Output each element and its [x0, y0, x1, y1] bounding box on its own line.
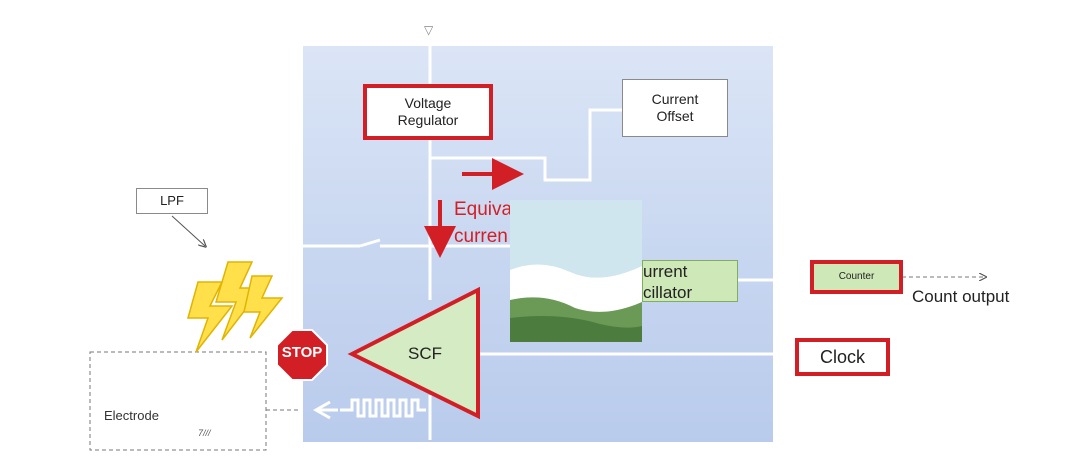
- counter-block: Counter: [810, 260, 903, 294]
- stop-sign-icon: [276, 329, 328, 381]
- switch: [359, 238, 381, 248]
- landscape-image: [510, 200, 642, 342]
- scf-label: SCF: [408, 344, 442, 363]
- pulse-train: [340, 398, 426, 418]
- electrode-ground-label: 7///: [198, 428, 211, 438]
- electrode-label: Electrode: [104, 408, 159, 423]
- lpf-block: LPF: [136, 188, 208, 214]
- oscillator-label-line2: cillator: [643, 283, 693, 303]
- voltage-regulator-block: Voltage Regulator: [363, 84, 493, 140]
- current-offset-block: Current Offset: [622, 79, 728, 137]
- svg-text:▽: ▽: [424, 23, 434, 37]
- current-oscillator-block: urrent cillator: [642, 260, 738, 302]
- lightning-bolt-icon: [187, 261, 284, 353]
- equivalent-current-label-line2: curren: [454, 226, 508, 247]
- clock-block: Clock: [795, 338, 890, 376]
- stop-sign-label: STOP: [281, 344, 323, 361]
- offset-wire: [430, 108, 622, 182]
- equivalent-current-label-line1: Equivalent: [454, 199, 543, 220]
- lpf-pointer: [171, 215, 205, 246]
- oscillator-label-line1: urrent: [643, 262, 688, 281]
- scf-triangle: [347, 286, 480, 420]
- count-output-label: Count output: [912, 287, 1010, 306]
- electrode-dashed-box: [89, 351, 267, 451]
